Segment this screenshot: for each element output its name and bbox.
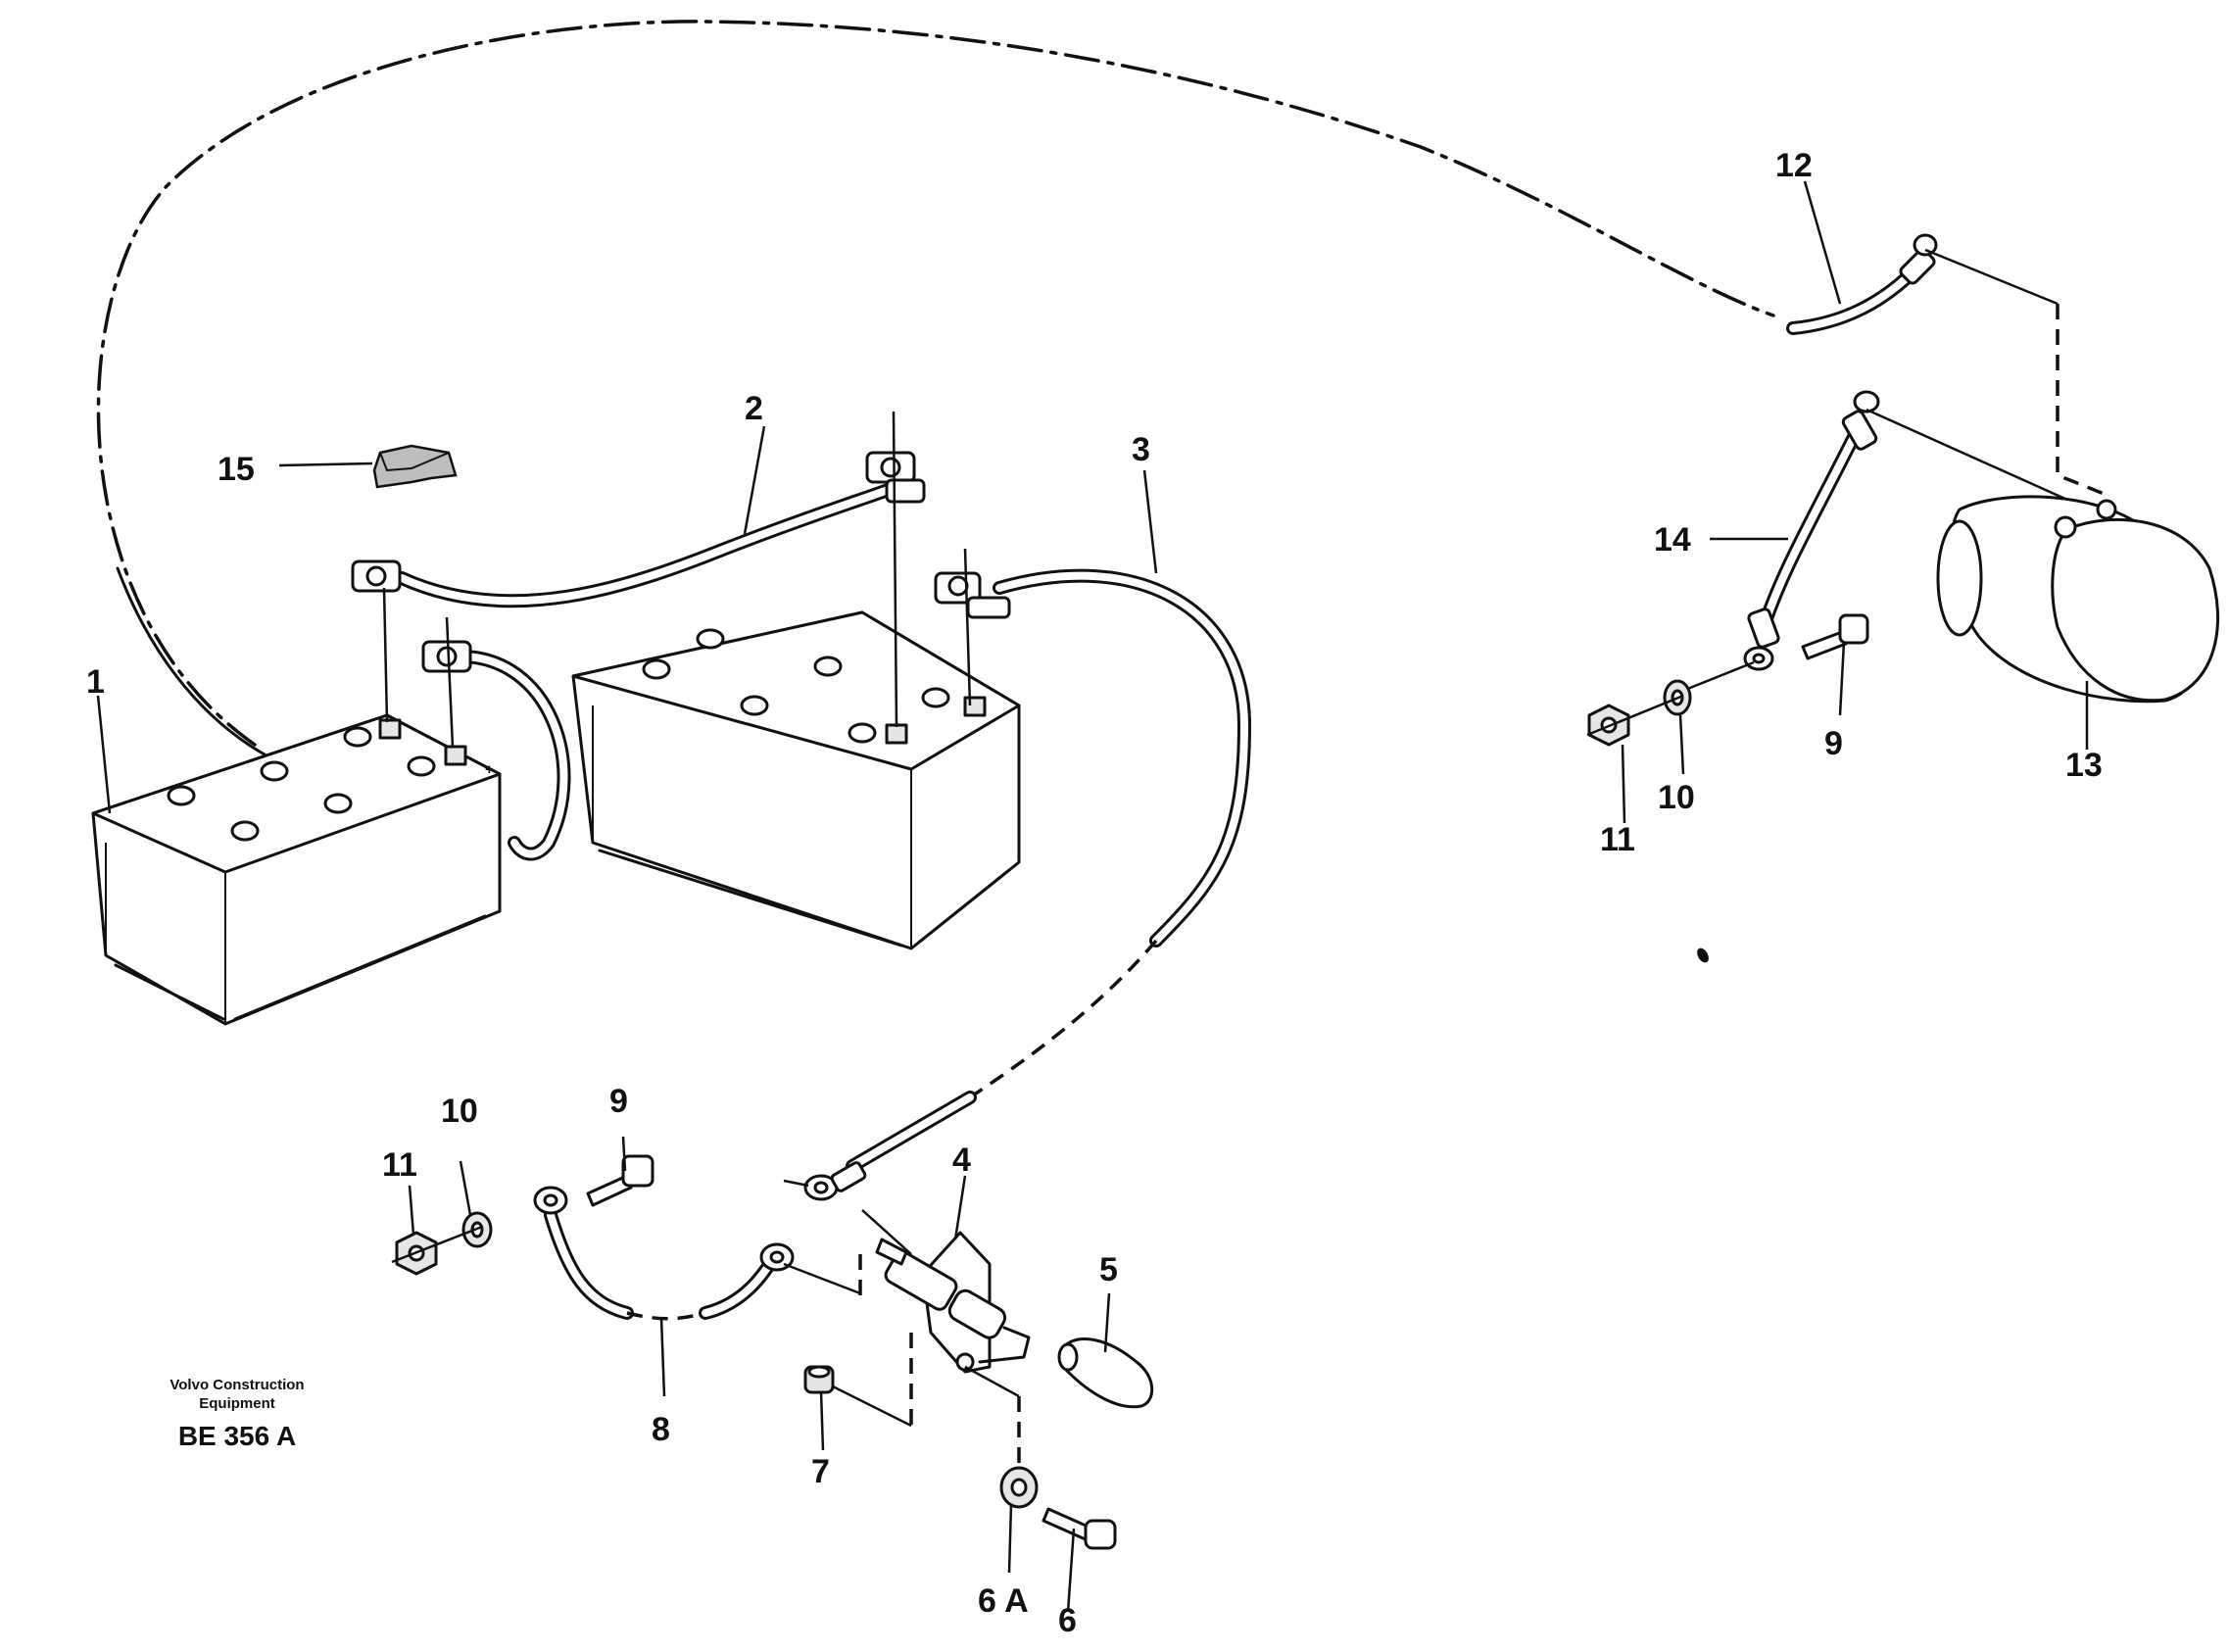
callout-9-left: 9 bbox=[609, 1083, 628, 1120]
switch-screw bbox=[875, 1238, 908, 1266]
callout-13: 13 bbox=[2065, 747, 2103, 784]
dashdot-routing-line bbox=[96, 20, 1775, 747]
callout-numbers: 1 2 3 4 5 6 6 A 7 8 9 10 11 9 10 11 12 1… bbox=[86, 147, 2103, 1639]
fastener-set-left bbox=[391, 1154, 654, 1276]
callout-7: 7 bbox=[811, 1453, 830, 1490]
cable-2-clamp-right bbox=[865, 451, 926, 504]
washer-6a bbox=[999, 1466, 1039, 1509]
cable-2 bbox=[351, 451, 926, 608]
callout-3: 3 bbox=[1132, 431, 1150, 468]
callout-9-right: 9 bbox=[1824, 725, 1843, 762]
callout-15: 15 bbox=[218, 451, 255, 488]
bolt-right bbox=[1801, 613, 1869, 660]
bolt-6 bbox=[1042, 1507, 1117, 1550]
cable-3 bbox=[783, 548, 1252, 1201]
callout-11-left: 11 bbox=[382, 1146, 417, 1184]
battery-left-caps bbox=[167, 726, 436, 842]
callout-12: 12 bbox=[1775, 147, 1813, 184]
battery-right-caps bbox=[642, 628, 950, 744]
callout-4: 4 bbox=[952, 1142, 971, 1179]
cable-3-ring-terminal bbox=[803, 1161, 867, 1201]
callout-5: 5 bbox=[1099, 1251, 1118, 1288]
callout-10-right: 10 bbox=[1658, 779, 1695, 816]
callout-1: 1 bbox=[86, 663, 105, 701]
cable-8 bbox=[533, 1186, 862, 1321]
guide-line bbox=[382, 587, 389, 723]
cable-12 bbox=[1786, 233, 1938, 335]
dash-guide-line bbox=[2056, 304, 2108, 497]
callout-8: 8 bbox=[652, 1411, 670, 1448]
callout-11-right: 11 bbox=[1600, 821, 1635, 858]
cable-2-clamp-left bbox=[351, 559, 402, 593]
callout-6a: 6 A bbox=[978, 1582, 1029, 1620]
ink-speck bbox=[1697, 947, 1709, 963]
caption-company-line2: Equipment bbox=[199, 1395, 275, 1412]
guide-line bbox=[1866, 408, 2068, 502]
callout-6: 6 bbox=[1058, 1602, 1077, 1639]
leader-lines bbox=[96, 180, 2089, 1613]
callout-10-left: 10 bbox=[441, 1093, 478, 1130]
drawing-caption: Volvo Construction Equipment BE 356 A bbox=[170, 1377, 304, 1451]
jumper-cable bbox=[421, 616, 571, 861]
caption-company-line1: Volvo Construction bbox=[170, 1377, 304, 1393]
fastener-set-right bbox=[1586, 613, 1869, 747]
battery-right bbox=[571, 610, 1021, 950]
battery-switch bbox=[861, 1209, 1031, 1470]
main-ground-cable bbox=[116, 566, 267, 756]
guide-line bbox=[892, 411, 898, 728]
battery-left-plus-mark: + bbox=[485, 761, 494, 778]
cable-14 bbox=[1743, 390, 1880, 671]
bolt-left bbox=[586, 1154, 654, 1207]
small-nut bbox=[803, 1365, 912, 1428]
terminal-cover bbox=[372, 444, 458, 489]
battery-left: + bbox=[91, 713, 502, 1026]
callout-2: 2 bbox=[745, 390, 763, 427]
guide-line bbox=[1924, 248, 2059, 306]
caption-drawing-code: BE 356 A bbox=[178, 1421, 296, 1451]
starter-motor bbox=[1936, 495, 2220, 704]
cable-3-clamp bbox=[934, 571, 1011, 619]
callout-14: 14 bbox=[1654, 521, 1691, 559]
